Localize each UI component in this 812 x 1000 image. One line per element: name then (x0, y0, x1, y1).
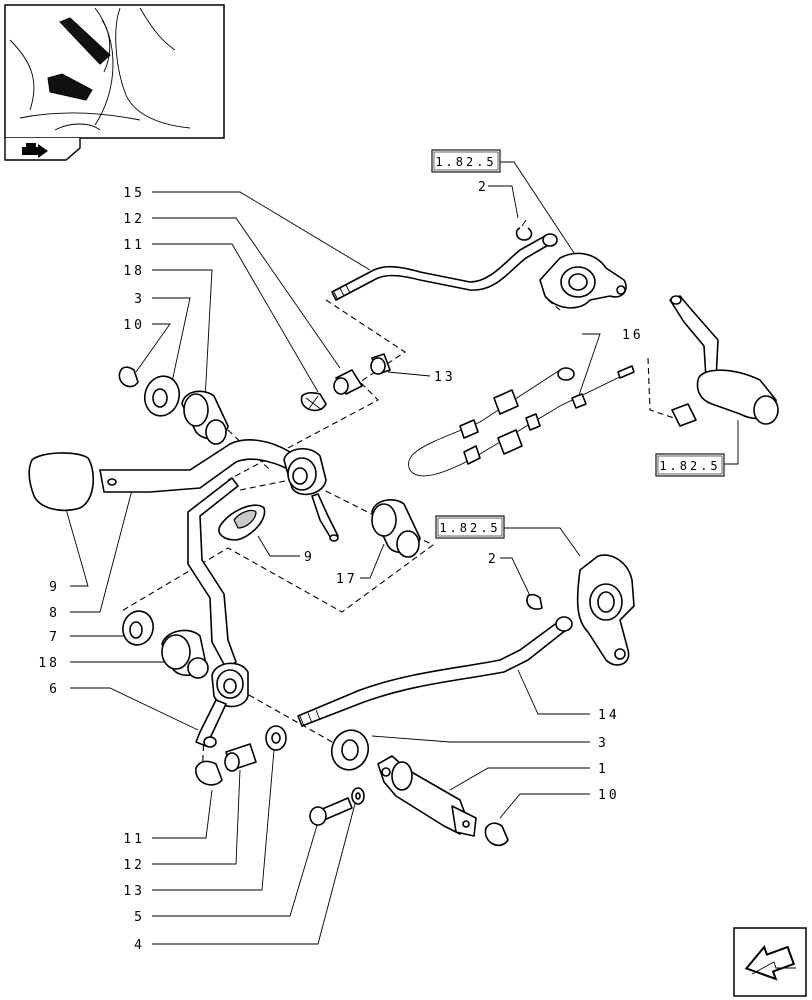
part-12-pin-upper[interactable] (333, 369, 363, 395)
part-1-pivot-link[interactable] (377, 755, 477, 837)
ref-label-top: 1.82.5 (435, 155, 496, 169)
part-10-clip-lower[interactable] (484, 822, 509, 846)
ref-box-top[interactable]: 1.82.5 (431, 149, 501, 173)
callout-2-bottom: 2 (488, 552, 499, 567)
callout-13-top: 13 (434, 370, 456, 385)
callout-11-bottom: 11 (123, 832, 145, 847)
callout-12-top: 12 (123, 212, 145, 227)
leader-lines (63, 161, 739, 945)
upper-pivot-bracket (539, 252, 627, 309)
part-2-clip-upper[interactable] (515, 219, 533, 241)
callout-10-top: 10 (123, 318, 145, 333)
callout-labels: 15 12 11 18 3 10 9 8 7 18 6 11 12 13 5 4… (38, 180, 644, 953)
lower-pivot-bracket (576, 554, 635, 666)
callout-2-top: 2 (478, 180, 489, 195)
callout-3-top: 3 (134, 292, 145, 307)
next-page-button[interactable] (733, 927, 807, 997)
callout-18-bottom: 18 (38, 656, 60, 671)
ref-label-right: 1.82.5 (659, 459, 720, 473)
part-14-rod[interactable] (297, 616, 573, 727)
callout-4: 4 (134, 938, 145, 953)
callout-7: 7 (49, 630, 60, 645)
part-9-pedal-pad-small[interactable] (218, 504, 266, 541)
part-10-clip-upper[interactable] (118, 366, 139, 388)
part-3-washer-upper[interactable] (140, 372, 183, 419)
callout-17: 17 (336, 572, 358, 587)
part-8-pedal-lever[interactable] (99, 439, 339, 542)
part-11-clip-lower[interactable] (195, 760, 223, 786)
callout-10-right: 10 (598, 788, 620, 803)
callout-12-bottom: 12 (123, 858, 145, 873)
folder-arrow-icon (22, 144, 48, 158)
part-2-clip-lower[interactable] (526, 593, 543, 610)
part-4-washer[interactable] (351, 787, 365, 805)
part-16-cable[interactable] (408, 365, 635, 477)
callout-1: 1 (598, 762, 609, 777)
location-thumbnail[interactable] (4, 4, 225, 139)
callout-5: 5 (134, 910, 145, 925)
part-9-pedal-pad[interactable] (28, 452, 95, 512)
part-15-rod[interactable] (331, 233, 558, 301)
callout-8: 8 (49, 606, 60, 621)
right-linkage-arm (669, 295, 779, 427)
callout-6: 6 (49, 682, 60, 697)
callout-3-right: 3 (598, 736, 609, 751)
part-17-bush[interactable] (371, 499, 421, 558)
callout-18-top: 18 (123, 264, 145, 279)
callout-9-mid: 9 (304, 550, 315, 565)
ref-box-right[interactable]: 1.82.5 (655, 453, 725, 477)
part-12-pin-lower[interactable] (224, 743, 257, 772)
ref-box-mid[interactable]: 1.82.5 (435, 515, 505, 539)
part-13-bush-lower[interactable] (265, 725, 287, 751)
callout-15: 15 (123, 186, 145, 201)
part-13-bush-upper[interactable] (370, 353, 391, 375)
callout-11-top: 11 (123, 238, 145, 253)
part-5-bolt[interactable] (309, 797, 353, 826)
part-18-bush-upper[interactable] (181, 390, 229, 445)
callout-13-bottom: 13 (123, 884, 145, 899)
part-3-washer-lower[interactable] (326, 725, 374, 775)
section-icon-box[interactable] (4, 138, 81, 161)
part-18-bush-lower[interactable] (161, 629, 209, 679)
callout-14: 14 (598, 708, 620, 723)
callout-16: 16 (622, 328, 644, 343)
part-11-clip-upper[interactable] (300, 391, 327, 412)
part-6-pedal-lever[interactable] (187, 477, 249, 748)
part-7-washer[interactable] (119, 608, 157, 649)
callout-9-left: 9 (49, 580, 60, 595)
ref-label-mid: 1.82.5 (439, 521, 500, 535)
